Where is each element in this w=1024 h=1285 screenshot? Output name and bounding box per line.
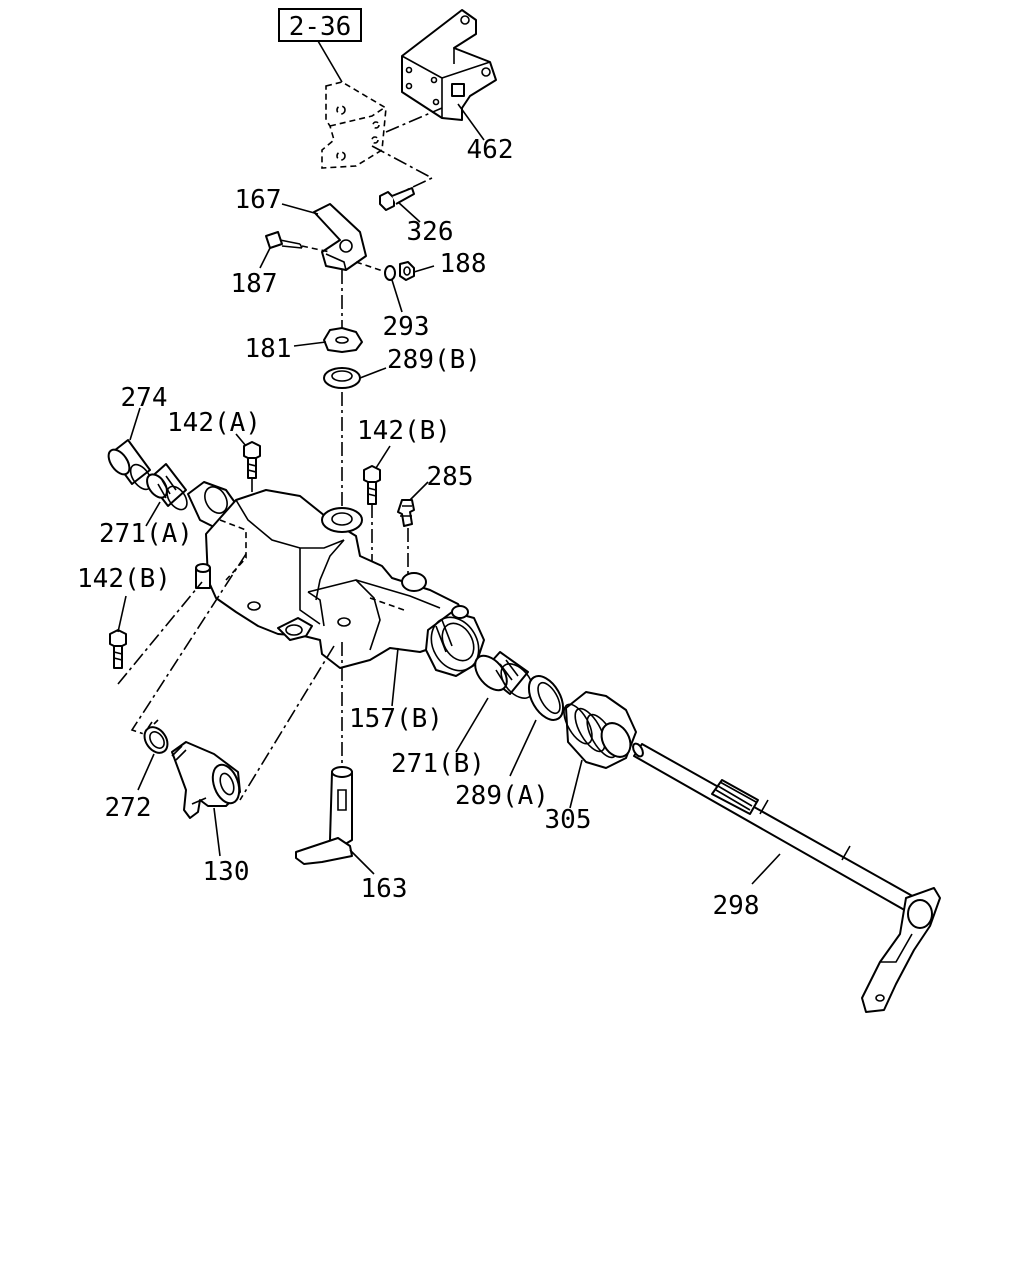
callout-163[interactable]: 163 [361, 874, 408, 904]
part-167-plate[interactable] [313, 203, 367, 271]
leader-274 [129, 407, 141, 441]
callout-157b[interactable]: 157(B) [349, 704, 443, 734]
part-271a-bearing[interactable] [143, 463, 191, 513]
link-167-293 [355, 261, 387, 273]
phantom-bracket [321, 81, 387, 169]
leader-271a [145, 501, 161, 527]
part-181-lockwasher[interactable] [323, 327, 363, 353]
callout-285[interactable]: 285 [427, 462, 474, 492]
part-289b-seal[interactable] [323, 367, 361, 389]
leader-130 [213, 807, 221, 857]
leader-163 [349, 849, 375, 875]
callout-289b[interactable]: 289(B) [387, 345, 481, 375]
part-305-boot[interactable] [558, 691, 637, 769]
leader-187 [259, 247, 271, 269]
leader-157b [391, 647, 399, 707]
dowel-pin [195, 563, 211, 589]
reference-label: 2-36 [289, 12, 352, 42]
part-293-washer[interactable] [384, 265, 396, 281]
callout-293[interactable]: 293 [383, 312, 430, 342]
callout-187[interactable]: 187 [231, 269, 278, 299]
link-housing-272 [130, 553, 247, 737]
reference-leader [317, 40, 343, 83]
leader-326 [397, 201, 421, 223]
callout-305[interactable]: 305 [545, 805, 592, 835]
leader-289b [359, 367, 387, 379]
callout-142b-top[interactable]: 142(B) [357, 416, 451, 446]
callout-130[interactable]: 130 [203, 857, 250, 887]
callout-298[interactable]: 298 [713, 891, 760, 921]
leader-272 [137, 753, 155, 791]
part-142b-left-bolt[interactable] [109, 629, 127, 669]
callout-142b-left[interactable]: 142(B) [77, 564, 171, 594]
part-163-finger[interactable] [295, 766, 353, 865]
callout-188[interactable]: 188 [440, 249, 487, 279]
part-326-bolt[interactable] [379, 187, 415, 211]
leader-293 [391, 279, 403, 313]
callout-326[interactable]: 326 [407, 217, 454, 247]
callout-462[interactable]: 462 [467, 135, 514, 165]
callout-272[interactable]: 272 [105, 793, 152, 823]
link-142b-left [117, 581, 203, 685]
callout-274[interactable]: 274 [121, 383, 168, 413]
part-187-bolt[interactable] [265, 231, 331, 253]
leader-298 [751, 853, 781, 885]
part-271b-bearing[interactable] [469, 650, 539, 704]
callout-289a[interactable]: 289(A) [455, 781, 549, 811]
part-272-circlip[interactable] [140, 719, 172, 757]
leader-285 [409, 481, 429, 501]
leader-188 [413, 265, 435, 273]
part-298-shaft[interactable] [631, 742, 941, 1013]
leader-271b [455, 697, 489, 753]
callout-181[interactable]: 181 [245, 334, 292, 364]
leader-142b-left [117, 595, 127, 633]
leader-142b-top [375, 445, 391, 469]
part-285-breather[interactable] [397, 499, 415, 527]
leader-142a [235, 433, 247, 447]
link-housing-130 [239, 645, 335, 801]
part-462-bracket[interactable] [401, 9, 497, 121]
part-289a-seal[interactable] [522, 670, 570, 726]
leader-181 [293, 341, 327, 347]
leader-167 [281, 203, 319, 215]
callout-271a[interactable]: 271(A) [99, 519, 193, 549]
reference-box[interactable]: 2-36 [278, 8, 362, 42]
leader-462 [457, 103, 485, 141]
link-bracket-326 [371, 145, 434, 195]
part-130-arm[interactable] [171, 741, 244, 819]
part-188-nut[interactable] [399, 261, 415, 281]
callout-167[interactable]: 167 [235, 185, 282, 215]
callout-142a[interactable]: 142(A) [167, 408, 261, 438]
part-142b-top-bolt[interactable] [363, 465, 381, 505]
leader-289a [509, 719, 537, 777]
link-bracket-462 [385, 107, 443, 133]
callout-271b[interactable]: 271(B) [391, 749, 485, 779]
part-157b-housing[interactable] [187, 481, 488, 679]
leader-305 [569, 759, 583, 809]
part-142a-bolt[interactable] [243, 441, 261, 479]
